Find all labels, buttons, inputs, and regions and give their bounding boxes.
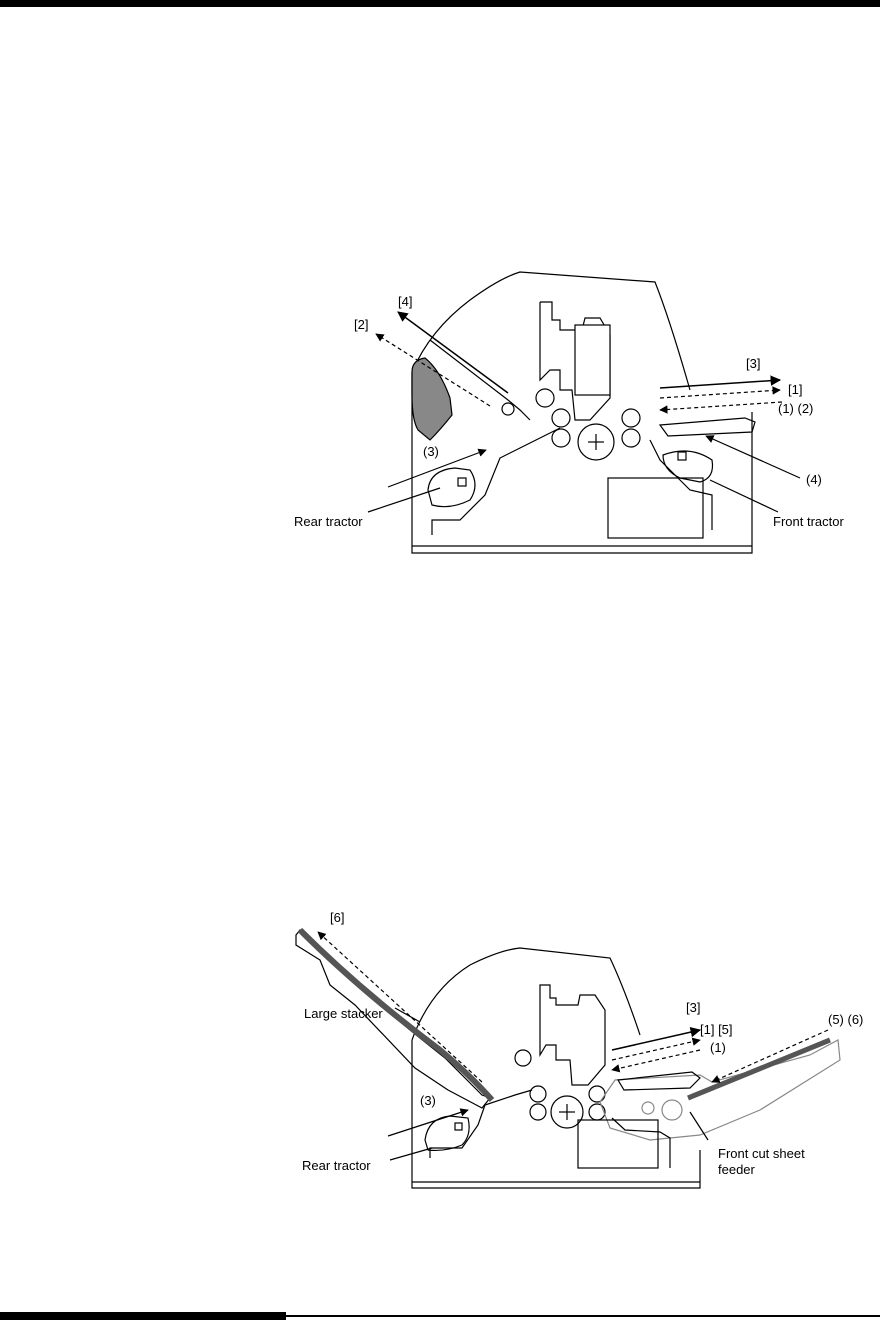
print-head-carriage-2 bbox=[540, 985, 605, 1085]
arrow-p1-2 bbox=[612, 1050, 700, 1070]
footer-rule-thin bbox=[286, 1315, 880, 1317]
feed-roller-right1 bbox=[622, 409, 640, 427]
label-2: [2] bbox=[354, 317, 368, 332]
label-front-feeder-line1: Front cut sheet bbox=[718, 1146, 805, 1161]
feed-roller-right2 bbox=[622, 429, 640, 447]
label-p3-2: (3) bbox=[420, 1093, 436, 1108]
rear-cover bbox=[412, 358, 452, 440]
label-p1-p2: (1) (2) bbox=[778, 401, 813, 416]
label-front-feeder-line2: feeder bbox=[718, 1162, 756, 1177]
label-3: [3] bbox=[746, 356, 760, 371]
ribbon-gear-2 bbox=[515, 1050, 531, 1066]
feed-roller-left2 bbox=[552, 429, 570, 447]
leader-rear-tractor bbox=[368, 488, 440, 512]
rear-tractor-belt bbox=[428, 468, 475, 507]
footer-rule-thick bbox=[0, 1312, 286, 1320]
label-front-tractor: Front tractor bbox=[773, 514, 844, 529]
arrow-p4 bbox=[706, 436, 800, 478]
arrow-1 bbox=[660, 390, 780, 398]
rear-roller bbox=[502, 403, 514, 415]
power-unit-2 bbox=[578, 1120, 658, 1168]
arrow-1-2 bbox=[660, 402, 782, 410]
leader-rear-tractor-2 bbox=[390, 1148, 432, 1160]
label-4: [4] bbox=[398, 294, 412, 309]
print-head-body bbox=[575, 325, 610, 395]
arrow-1-5 bbox=[612, 1040, 700, 1060]
front-tractor-belt bbox=[663, 451, 713, 482]
rear-paper-path-2 bbox=[430, 1090, 532, 1158]
front-paper-path-2 bbox=[612, 1118, 670, 1168]
label-p3: (3) bbox=[423, 444, 439, 459]
front-tray-2 bbox=[618, 1072, 700, 1090]
feed-roller-left1 bbox=[552, 409, 570, 427]
front-tray bbox=[660, 418, 755, 436]
label-p1-2: (1) bbox=[710, 1040, 726, 1055]
label-3-2: [3] bbox=[686, 1000, 700, 1015]
label-1: [1] bbox=[788, 382, 802, 397]
label-6: [6] bbox=[330, 910, 344, 925]
power-unit bbox=[608, 478, 703, 538]
label-rear-tractor-2: Rear tractor bbox=[302, 1158, 371, 1173]
leader-front-tractor bbox=[710, 480, 778, 512]
label-large-stacker: Large stacker bbox=[304, 1006, 383, 1021]
arrow-3-2 bbox=[612, 1030, 700, 1050]
arrow-3 bbox=[660, 380, 780, 388]
rear-paper-path bbox=[432, 428, 560, 535]
label-1-5: [1] [5] bbox=[700, 1022, 733, 1037]
rear-tractor-belt-2 bbox=[425, 1116, 469, 1150]
diagram-1 bbox=[368, 272, 800, 553]
arrow-5-6 bbox=[712, 1030, 828, 1082]
label-rear-tractor: Rear tractor bbox=[294, 514, 363, 529]
label-p4: (4) bbox=[806, 472, 822, 487]
label-p5-p6: (5) (6) bbox=[828, 1012, 863, 1027]
diagram-1-labels: [4] [2] [3] [1] (1) (2) (3) (4) Rear tra… bbox=[294, 294, 844, 529]
ribbon-gear bbox=[536, 389, 554, 407]
